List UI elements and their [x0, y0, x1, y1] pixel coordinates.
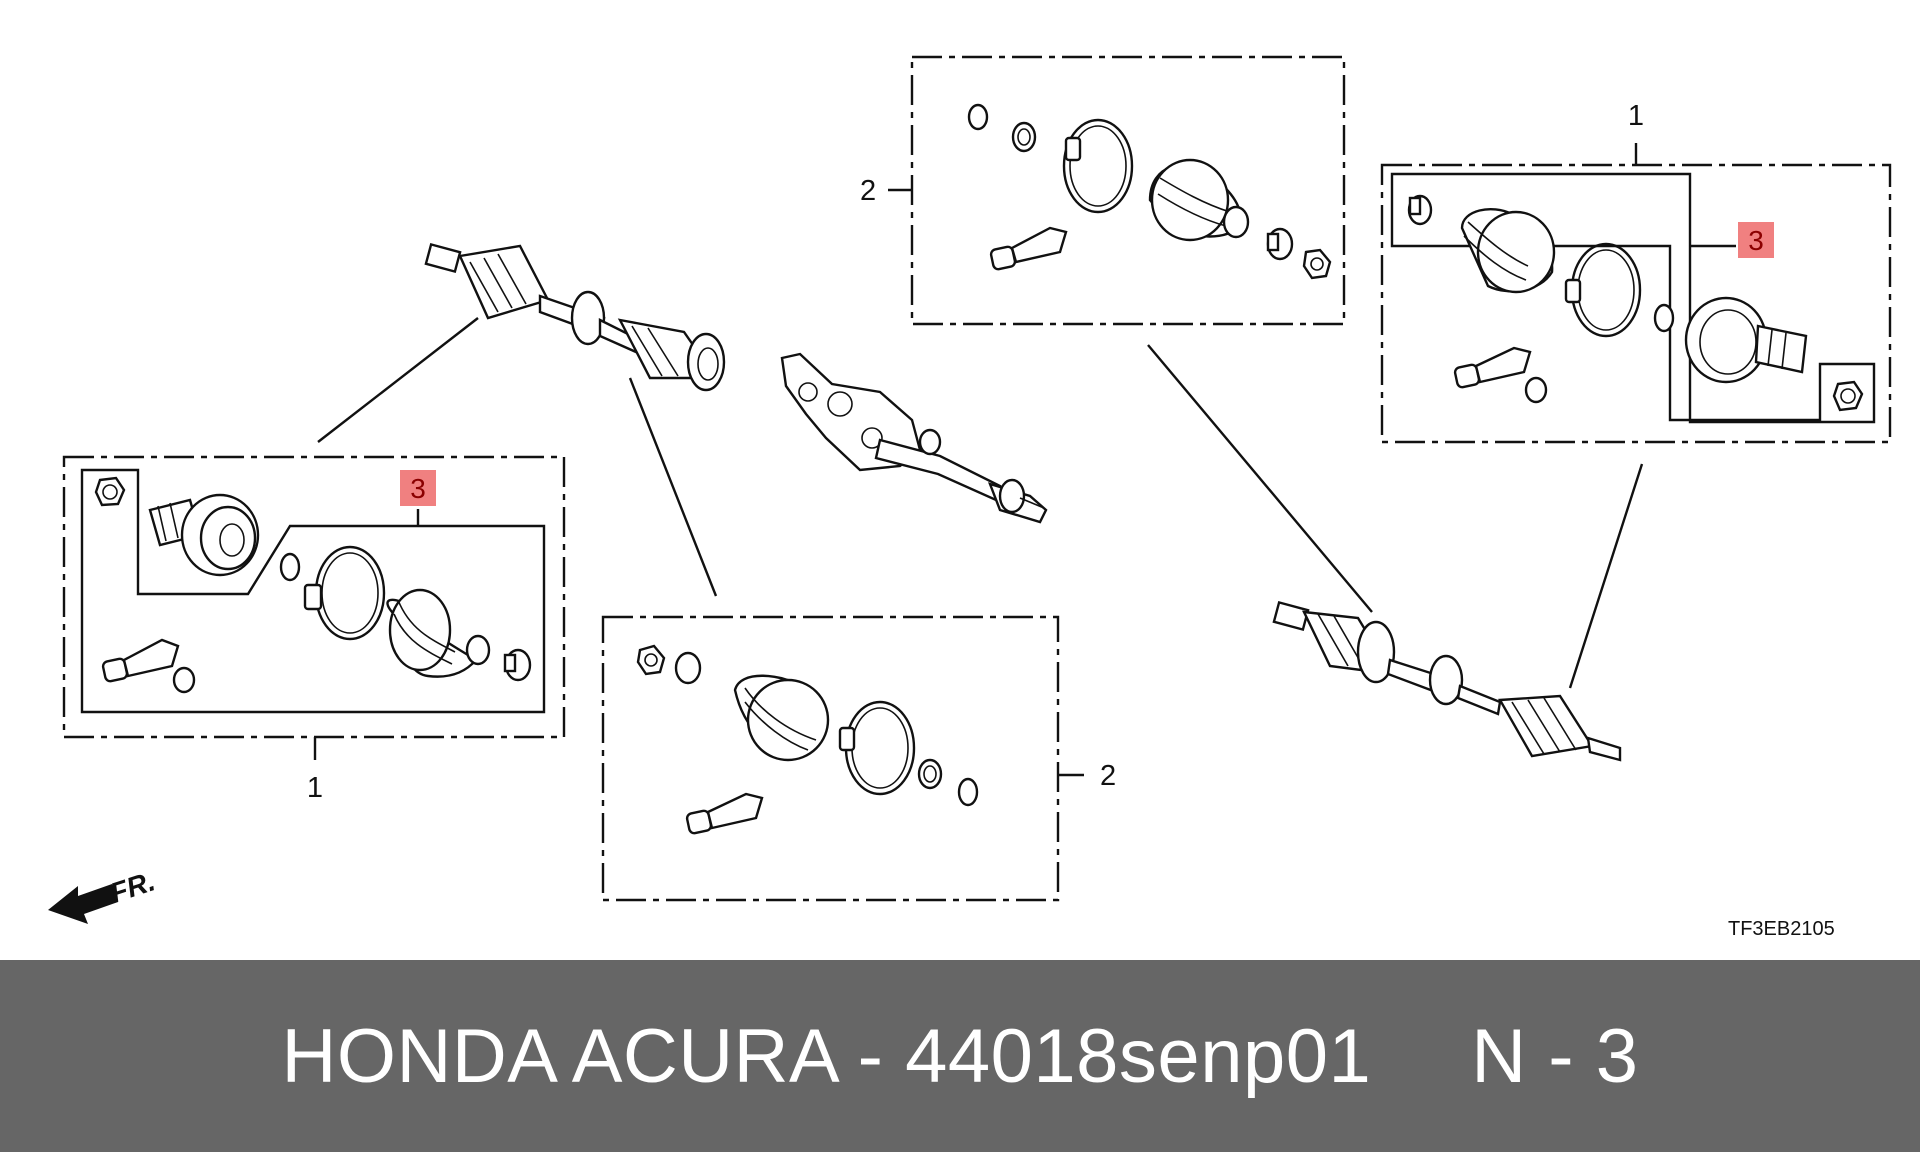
right-small-ring-part — [1524, 376, 1548, 404]
right-nut-part — [1832, 380, 1864, 412]
left-group-label: 1 — [307, 772, 323, 804]
left-boot-part — [386, 588, 491, 678]
top-nut-part — [1302, 248, 1332, 280]
exploded-parts-diagram: 1 3 — [48, 55, 1892, 940]
right-boot-part — [1460, 207, 1556, 294]
left-nut-part — [94, 476, 126, 507]
left-small-clamp-part — [503, 648, 532, 682]
center-band-clamp-part — [838, 700, 916, 796]
top-kit-group: 2 — [860, 55, 1346, 326]
right-kit-group: 1 3 — [1380, 100, 1892, 444]
left-kit-group: 1 3 — [62, 455, 566, 804]
right-grease-part — [1453, 346, 1532, 389]
left-shaft-leader-1 — [317, 317, 479, 443]
center-nut-part — [636, 644, 666, 676]
top-boot-part — [1148, 158, 1250, 242]
center-arm-assembly — [780, 352, 1048, 524]
top-small-clamp-part — [1011, 121, 1037, 153]
right-outer-joint-part — [1684, 296, 1808, 384]
center-grease-part — [685, 792, 764, 835]
left-highlight-badge — [400, 470, 436, 506]
drawing-code: TF3EB2105 — [1728, 918, 1835, 940]
center-group-label: 2 — [1100, 760, 1116, 792]
right-highlight-badge — [1738, 222, 1774, 258]
right-driveshaft-assembly — [1147, 344, 1644, 762]
top-group-label: 2 — [860, 175, 876, 207]
left-outer-joint-part — [148, 493, 260, 577]
center-ring-part-2 — [957, 777, 979, 807]
left-driveshaft-assembly — [317, 242, 726, 597]
top-grease-part — [989, 226, 1068, 271]
right-shaft-leader-2 — [1568, 463, 1644, 689]
top-ring-part — [967, 103, 989, 131]
left-shaft-leader-2 — [628, 377, 718, 597]
front-direction-marker: FR. — [48, 865, 159, 924]
footer-suffix: N - 3 — [1471, 1013, 1639, 1099]
center-group-box — [601, 615, 1060, 902]
top-band-clamp-part — [1062, 118, 1134, 214]
front-arrow-icon — [48, 884, 118, 924]
right-shaft-leader-1 — [1147, 344, 1373, 613]
footer-title: HONDA ACURA - 44018senp01 — [281, 1013, 1372, 1099]
center-boot-part — [733, 674, 830, 762]
right-group-label: 1 — [1628, 100, 1644, 132]
center-small-clamp-part — [917, 758, 943, 790]
left-snap-ring-part — [279, 552, 301, 582]
left-grease-part — [101, 638, 180, 683]
right-small-clamp-part — [1407, 194, 1433, 226]
center-kit-group: 2 — [601, 615, 1116, 902]
right-group-box — [1380, 163, 1892, 444]
footer-caption-bar: HONDA ACURA - 44018senp01 N - 3 — [0, 960, 1920, 1152]
left-band-clamp-part — [303, 545, 386, 641]
top-snap-clamp-part — [1266, 227, 1294, 261]
right-band-clamp-part — [1564, 242, 1642, 338]
left-highlight-label: 3 — [410, 473, 426, 504]
left-inner-outline — [80, 468, 546, 714]
center-ring-part — [674, 651, 702, 685]
right-highlight-label: 3 — [1748, 225, 1764, 256]
left-small-ring-part — [172, 666, 196, 694]
front-direction-label: FR. — [106, 865, 158, 908]
right-snap-ring-part — [1653, 303, 1675, 333]
